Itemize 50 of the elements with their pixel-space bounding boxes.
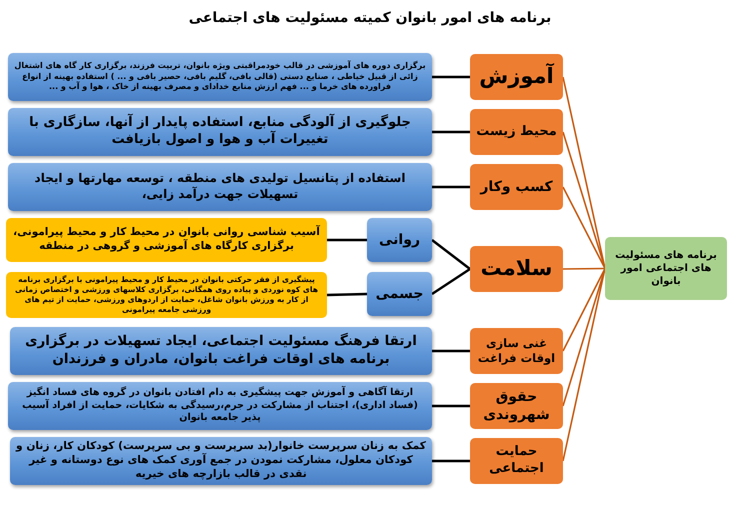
box-label: جسمی [376, 284, 424, 304]
description-box [8, 108, 432, 156]
connector-line [432, 350, 470, 352]
description-text: استفاده از پتانسیل تولیدی های منطقه ، توسعه مهارتها و ایجاد تسهیلات جهت درآمد زایی، [34, 171, 406, 203]
description-box [6, 272, 327, 318]
connector-line [432, 76, 470, 78]
description-text: ارتقا فرهنگ مسئولیت اجتماعی، ایجاد تسهیلات در برگزاری برنامه های اوقات فراغت بانوان، مادران و فرزندان [24, 333, 418, 369]
connector-line [432, 130, 470, 134]
description-box [8, 53, 432, 101]
connector-line [431, 268, 471, 296]
subcategory-box [367, 218, 432, 262]
category-box [470, 109, 563, 155]
description-box [8, 163, 432, 211]
box-label: کسب وکار [480, 178, 553, 196]
category-box [470, 383, 563, 429]
connector-line [562, 268, 606, 352]
description-box [10, 327, 432, 375]
category-box [470, 54, 563, 100]
description-text: جلوگیری از آلودگی منابع، استفاده پایدار از آنها، سازگاری با تغییرات آب و هوا و اصول بازیافت [28, 115, 412, 149]
connector-line [327, 238, 367, 242]
box-label: محیط زیست [476, 124, 557, 140]
root-box [605, 237, 727, 300]
box-label: حقوق شهروندی [482, 388, 551, 424]
box-label: سلامت [480, 255, 552, 282]
category-box [470, 328, 563, 374]
description-text: برگزاری دوره های آموزشی در قالب خودمراقبتی ویژه بانوان، تربیت فرزند، برگزاری کار گاه های اشتغال زائی از قبیل خیاطی ، صنایع دستی (قالی بافی، گلیم بافی، حصیر بافی و ... ) استفاده بهینه از انواع فراورده های خرما و ... فهم ارزش منابع خدادای و مصرف بهینه از خاک ، هوا و آب و ... [14, 61, 426, 93]
box-label: روانی [379, 230, 420, 250]
connector-line [432, 460, 470, 462]
box-label: غنی سازی اوقات فراغت [476, 336, 556, 366]
category-box [470, 164, 563, 210]
description-text: کمک به زنان سرپرست خانوار(بد سرپرست و بی سرپرست) کودکان کار، زنان و کودکان معلول، مشارکت نمودن در جمع آوری کمک های نوع دوستانه و غیر نقدی در قالب بازارچه های خیریه [16, 440, 426, 482]
description-text: ارتقا آگاهی و آموزش جهت پیشگیری به دام افتادن بانوان در گروه های فساد انگیز (فساد اداری)، اجتناب از مشارکت در جرم،رسیدگی به شکایات، حمایت از افراد آسیب پذیر جامعه بانوان [21, 387, 419, 425]
connector-line [432, 404, 470, 408]
connector-line [432, 186, 470, 188]
description-text: آسیب شناسی روانی بانوان در محیط کار و محیط پیرامونی، برگزاری کارگاه های آموزشی و گروهی در منطقه [12, 226, 321, 254]
connector-line [563, 268, 605, 270]
connector-line [562, 268, 606, 406]
diagram-title: برنامه های امور بانوان کمیته مسئولیت های اجتماعی [188, 10, 552, 26]
connector-line [562, 186, 606, 269]
description-box [6, 218, 327, 262]
box-label: آموزش [479, 63, 554, 90]
connector-line [431, 239, 471, 270]
description-box [8, 382, 432, 430]
connector-line [326, 292, 368, 296]
category-box [470, 246, 563, 292]
box-label: برنامه های مسئولیت های اجتماعی امور بانوان [614, 249, 718, 288]
category-box [470, 438, 563, 484]
connector-line [562, 132, 606, 269]
box-label: حمایت اجتماعی [488, 444, 545, 478]
subcategory-box [367, 272, 432, 316]
